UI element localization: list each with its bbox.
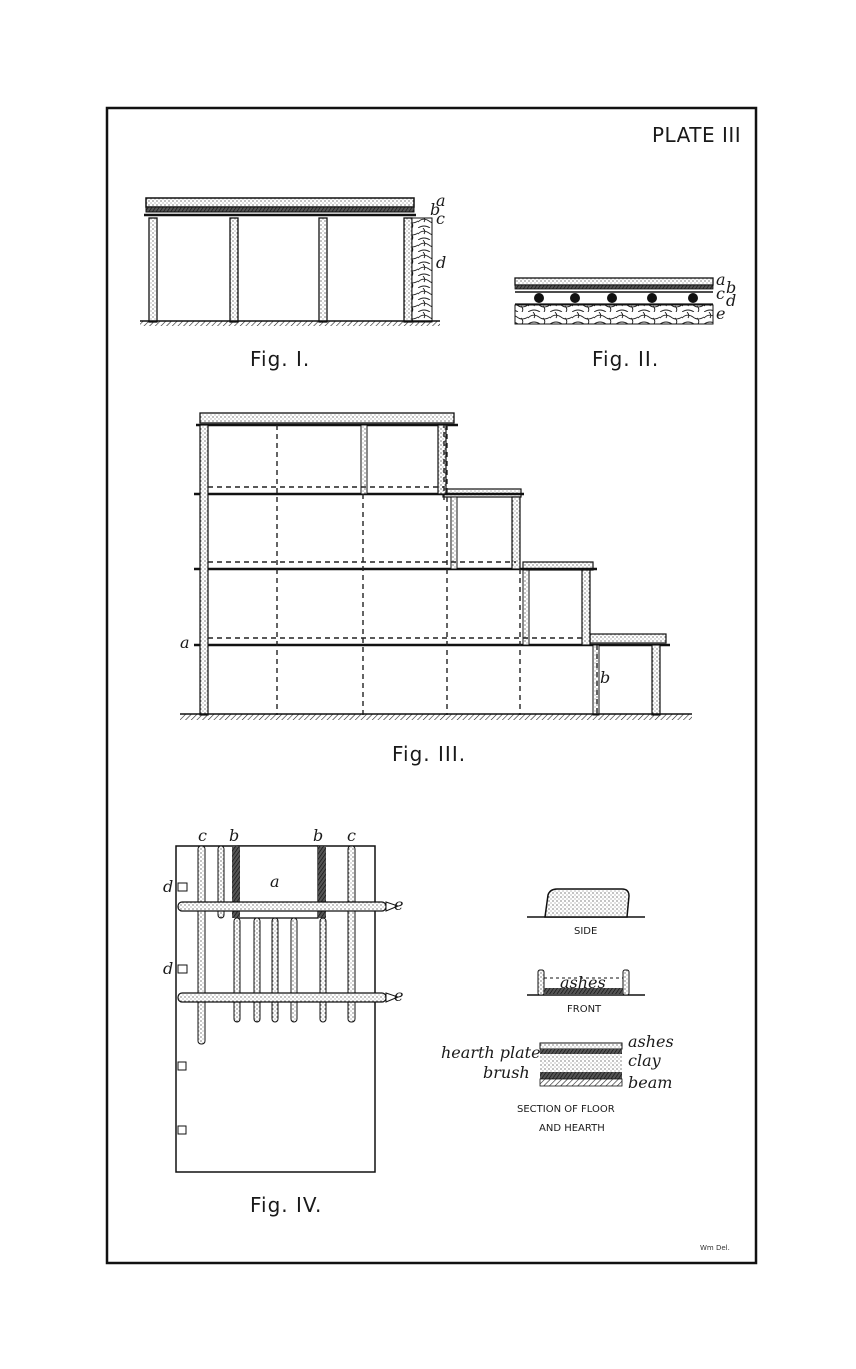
fig2-label-e: e bbox=[716, 304, 725, 323]
fig2-label-d: d bbox=[726, 291, 736, 310]
section-label-beam: beam bbox=[628, 1073, 672, 1092]
fig2-label-a: a bbox=[716, 270, 726, 289]
fig4-label-a: a bbox=[270, 872, 280, 891]
fig1-label-a: a bbox=[436, 191, 446, 210]
fig1-caption: Fig. I. bbox=[250, 347, 310, 371]
fig2-caption: Fig. II. bbox=[592, 347, 659, 371]
fig4-label-d-upper: d bbox=[163, 877, 173, 896]
plate-border bbox=[105, 106, 758, 1265]
fig-3-terraced-house: a b Fig. III. bbox=[180, 412, 692, 766]
fig3-label-a: a bbox=[180, 633, 190, 652]
fig2-stone-base bbox=[514, 304, 714, 325]
fig4-label-c-right: c bbox=[347, 826, 356, 845]
fig1-label-b: b bbox=[430, 200, 440, 219]
hearth-front-label: FRONT bbox=[567, 1004, 602, 1015]
fig3-label-b: b bbox=[600, 668, 610, 687]
fig3-roof-1 bbox=[589, 633, 667, 644]
hearth-front-ashes-label: ashes bbox=[560, 973, 606, 992]
section-label-brush: brush bbox=[483, 1063, 530, 1082]
section-label-ashes: ashes bbox=[628, 1032, 674, 1051]
fig4-label-d-lower: d bbox=[163, 959, 173, 978]
fig3-roof-4 bbox=[199, 412, 455, 424]
fig1-roof-top bbox=[145, 197, 415, 208]
fig4-rail-upper bbox=[177, 901, 387, 912]
hearth-side-label: SIDE bbox=[574, 926, 597, 937]
section-label-hearth-plate: hearth plate bbox=[441, 1043, 541, 1062]
fig1-post bbox=[318, 217, 328, 323]
fig-4-wall-construction: c b b c a d d e e Fig. IV. bbox=[163, 826, 403, 1217]
section-caption-line2: AND HEARTH bbox=[539, 1123, 605, 1134]
fig2-top-layer bbox=[514, 277, 714, 286]
section-label-clay: clay bbox=[628, 1051, 662, 1070]
hearth-side-view: SIDE bbox=[527, 888, 645, 937]
fig4-label-c-left: c bbox=[198, 826, 207, 845]
fig1-label-d: d bbox=[436, 253, 446, 272]
fig-2-floor-section: a b c d e Fig. II. bbox=[514, 270, 736, 371]
section-caption-line1: SECTION OF FLOOR bbox=[517, 1104, 615, 1115]
fig1-post bbox=[148, 217, 158, 323]
fig1-ground bbox=[140, 321, 440, 326]
fig2-label-b: b bbox=[726, 278, 736, 297]
fig2-label-c: c bbox=[716, 284, 725, 303]
fig4-label-e-lower: e bbox=[394, 986, 403, 1005]
fig2-second-layer bbox=[514, 284, 714, 290]
fig-1-roof-section: a b c d Fig. I. bbox=[140, 191, 446, 371]
fig4-label-b-right: b bbox=[313, 826, 323, 845]
fig1-label-c: c bbox=[436, 209, 445, 228]
fig4-rail-lower bbox=[177, 992, 387, 1003]
plate-title: PLATE III bbox=[652, 123, 741, 147]
fig4-label-e-upper: e bbox=[394, 895, 403, 914]
floor-hearth-section: hearth plate brush ashes clay beam SECTI… bbox=[441, 1032, 674, 1134]
fig4-label-b-left: b bbox=[229, 826, 239, 845]
fig1-roof-beam-layer bbox=[145, 206, 415, 213]
fig1-post bbox=[403, 217, 413, 323]
fig1-stone-wall bbox=[411, 217, 433, 323]
fig3-caption: Fig. III. bbox=[392, 742, 466, 766]
plate-signature: Wm Del. bbox=[700, 1244, 730, 1252]
fig4-caption: Fig. IV. bbox=[250, 1193, 322, 1217]
fig1-post bbox=[229, 217, 239, 323]
hearth-front-view: ashes FRONT bbox=[527, 969, 645, 1015]
